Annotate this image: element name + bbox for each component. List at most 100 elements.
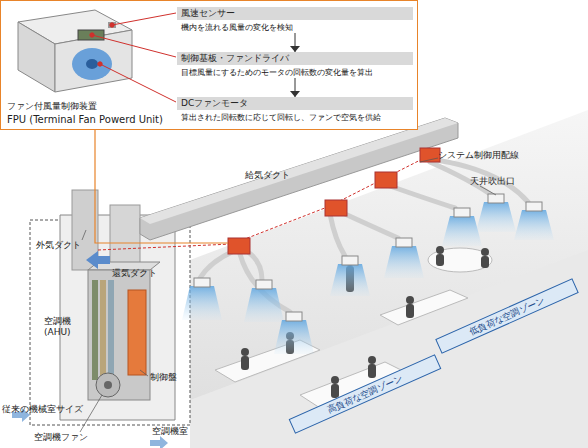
supply-duct-top <box>140 118 458 224</box>
person <box>241 356 249 370</box>
air-cone <box>330 264 370 296</box>
person <box>481 256 489 268</box>
desks <box>215 248 492 408</box>
coil-panel <box>108 280 114 380</box>
person <box>368 364 376 378</box>
person <box>481 248 489 256</box>
person <box>331 384 339 398</box>
label-leaders <box>80 158 496 432</box>
flow-arrow <box>290 78 300 97</box>
person <box>406 304 414 318</box>
part-label: 空調機ファン <box>34 432 88 443</box>
flex-duct <box>436 160 528 202</box>
person <box>241 348 249 356</box>
person <box>331 376 339 384</box>
fpu-unit <box>228 238 250 254</box>
air-cone <box>384 246 424 278</box>
fpu-units <box>228 148 440 254</box>
diffuser <box>342 256 358 265</box>
leader-line <box>100 64 176 102</box>
part-label: 還気ダクト <box>112 268 157 279</box>
fpu-side <box>55 30 132 92</box>
filter-panel <box>92 280 98 380</box>
step-body: 機内を流れる風量の変化を検知 <box>177 23 413 33</box>
supply-duct <box>140 118 458 240</box>
person <box>436 254 444 266</box>
fpu-unit <box>325 200 347 216</box>
detail-leaders <box>90 13 176 102</box>
air-cone <box>182 286 222 320</box>
step-heading: 風速センサー <box>177 7 413 20</box>
ahu-fan <box>96 373 120 397</box>
desk <box>380 290 468 325</box>
leader-line <box>82 230 86 240</box>
leader-dot <box>98 62 102 66</box>
part-label: 空調機室 <box>152 426 188 437</box>
control-panel <box>128 290 146 375</box>
flexible-ducts <box>200 160 528 312</box>
leader-line <box>112 13 176 25</box>
diffuser <box>396 238 412 247</box>
diffuser <box>526 202 542 211</box>
return-duct <box>110 205 140 270</box>
ceiling-diffusers <box>182 194 554 354</box>
control-wiring <box>98 150 440 250</box>
diffuser <box>488 194 504 203</box>
filter-panel <box>100 280 106 380</box>
device-code: FPU (Terminal Fan Powerd Unit) <box>7 114 163 125</box>
air-cone <box>476 202 516 232</box>
leader-line <box>92 35 176 57</box>
leader-line <box>80 395 102 432</box>
person <box>368 356 376 364</box>
part-label: 給気ダクト <box>245 170 290 181</box>
person <box>406 296 414 304</box>
step-body: 算出された回転数に応じて回転し、ファンで空気を供給 <box>177 113 413 123</box>
air-cone <box>514 210 554 240</box>
control-board <box>78 30 104 40</box>
flex-duct <box>345 214 398 238</box>
part-label: 外気ダクト <box>36 240 81 251</box>
flex-duct <box>390 186 455 208</box>
connector-line <box>295 78 296 97</box>
callout-box: ファン付風量制御装置FPU (Terminal Fan Powerd Unit)… <box>0 0 418 130</box>
arrow-head <box>290 46 300 52</box>
step-heading: DCファンモータ <box>177 97 413 110</box>
leader-line <box>480 186 496 195</box>
leader-dot <box>90 33 94 37</box>
air-arrow <box>150 436 168 448</box>
part-label: 従来の機械室サイズ <box>2 404 83 415</box>
ahu-fan-hub <box>104 381 112 389</box>
dc-fan <box>72 48 112 80</box>
callout-leader <box>95 130 228 243</box>
process-box: 風速センサー機内を流れる風量の変化を検知 <box>177 7 413 33</box>
device-name: ファン付風量制御装置 <box>7 101 97 113</box>
connector-line <box>295 33 296 52</box>
air-cone <box>274 320 314 354</box>
leader-dot <box>110 23 114 27</box>
diffuser <box>454 208 470 217</box>
fpu-detail <box>18 10 132 92</box>
fpu-front <box>18 22 55 92</box>
fpu-unit <box>420 148 440 162</box>
callout-backdrop <box>0 0 418 130</box>
diffuser <box>194 278 210 287</box>
fpu-unit <box>375 172 397 188</box>
air-cone <box>442 216 482 246</box>
leader-line <box>420 158 438 162</box>
people <box>241 246 489 398</box>
diffuser <box>286 312 302 321</box>
air-cone <box>244 288 284 322</box>
part-label: 空調機 (AHU) <box>44 316 86 338</box>
diffuser <box>256 280 272 289</box>
fan-hub <box>86 59 98 69</box>
ahu-body <box>88 270 150 400</box>
process-box: DCファンモータ算出された回転数に応じて回転し、ファンで空気を供給 <box>177 97 413 123</box>
part-label: システム制御用配線 <box>438 150 519 161</box>
arrow-head <box>290 91 300 97</box>
process-box: 制御基板・ファンドライバ目標風量にするためのモータの回転数の変化量を算出 <box>177 52 413 78</box>
air-speed-sensor <box>108 22 116 28</box>
